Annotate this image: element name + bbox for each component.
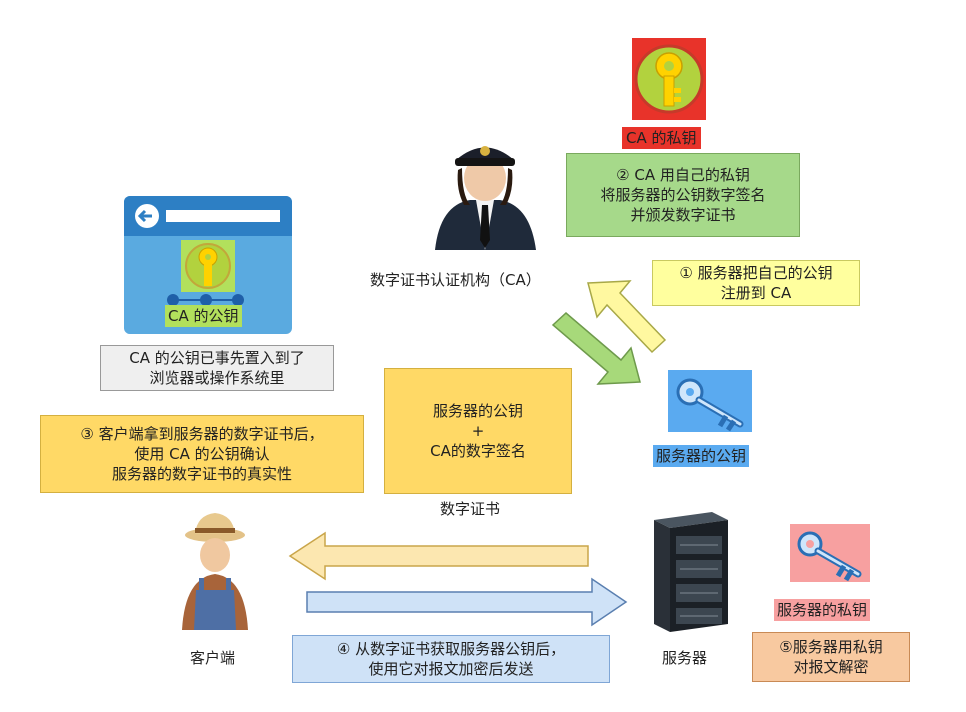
step1-box: ① 服务器把自己的公钥 注册到 CA xyxy=(652,260,860,306)
certificate-line: CA的数字签名 xyxy=(430,442,526,460)
step1-line: 注册到 CA xyxy=(720,284,792,302)
step3-line: 服务器的数字证书的真实性 xyxy=(111,465,292,483)
step2-line: ② CA 用自己的私钥 xyxy=(616,166,750,184)
step5-box: ⑤服务器用私钥 对报文解密 xyxy=(752,632,910,682)
step2-line: 并颁发数字证书 xyxy=(630,206,736,224)
step2-box: ② CA 用自己的私钥 将服务器的公钥数字签名 并颁发数字证书 xyxy=(566,153,800,237)
step5-line: ⑤服务器用私钥 xyxy=(779,638,883,656)
step3-line: ③ 客户端拿到服务器的数字证书后， xyxy=(80,425,324,443)
certificate-line: + xyxy=(471,422,485,440)
browser-caption-line: CA 的公钥已事先置入到了 xyxy=(129,349,305,367)
server-public-key-label: 服务器的公钥 xyxy=(653,445,750,467)
arrow-server-to-ca xyxy=(587,280,667,354)
step4-line: 使用它对报文加密后发送 xyxy=(368,660,534,678)
arrow-client-to-server xyxy=(306,577,628,627)
browser-caption-line: 浏览器或操作系统里 xyxy=(149,369,285,387)
ca-authority-label: 数字证书认证机构（CA） xyxy=(370,271,541,289)
step1-line: ① 服务器把自己的公钥 xyxy=(679,264,833,282)
certificate-line: 服务器的公钥 xyxy=(432,402,523,420)
ca-public-key-label: CA 的公钥 xyxy=(165,305,242,327)
server-label: 服务器 xyxy=(662,649,708,667)
browser-caption-box: CA 的公钥已事先置入到了 浏览器或操作系统里 xyxy=(100,345,334,391)
step2-line: 将服务器的公钥数字签名 xyxy=(600,186,766,204)
step5-line: 对报文解密 xyxy=(793,658,869,676)
arrow-ca-to-server-key xyxy=(551,311,641,385)
arrow-server-to-client xyxy=(288,531,589,581)
client-label: 客户端 xyxy=(190,649,236,667)
server-private-key-label: 服务器的私钥 xyxy=(774,599,871,621)
step4-line: ④ 从数字证书获取服务器公钥后， xyxy=(336,640,566,658)
certificate-caption: 数字证书 xyxy=(440,500,501,518)
step3-box: ③ 客户端拿到服务器的数字证书后， 使用 CA 的公钥确认 服务器的数字证书的真… xyxy=(40,415,364,493)
step3-line: 使用 CA 的公钥确认 xyxy=(134,445,270,463)
ca-private-key-label: CA 的私钥 xyxy=(622,127,701,149)
certificate-box: 服务器的公钥 + CA的数字签名 xyxy=(384,368,572,494)
step4-box: ④ 从数字证书获取服务器公钥后， 使用它对报文加密后发送 xyxy=(292,635,610,683)
